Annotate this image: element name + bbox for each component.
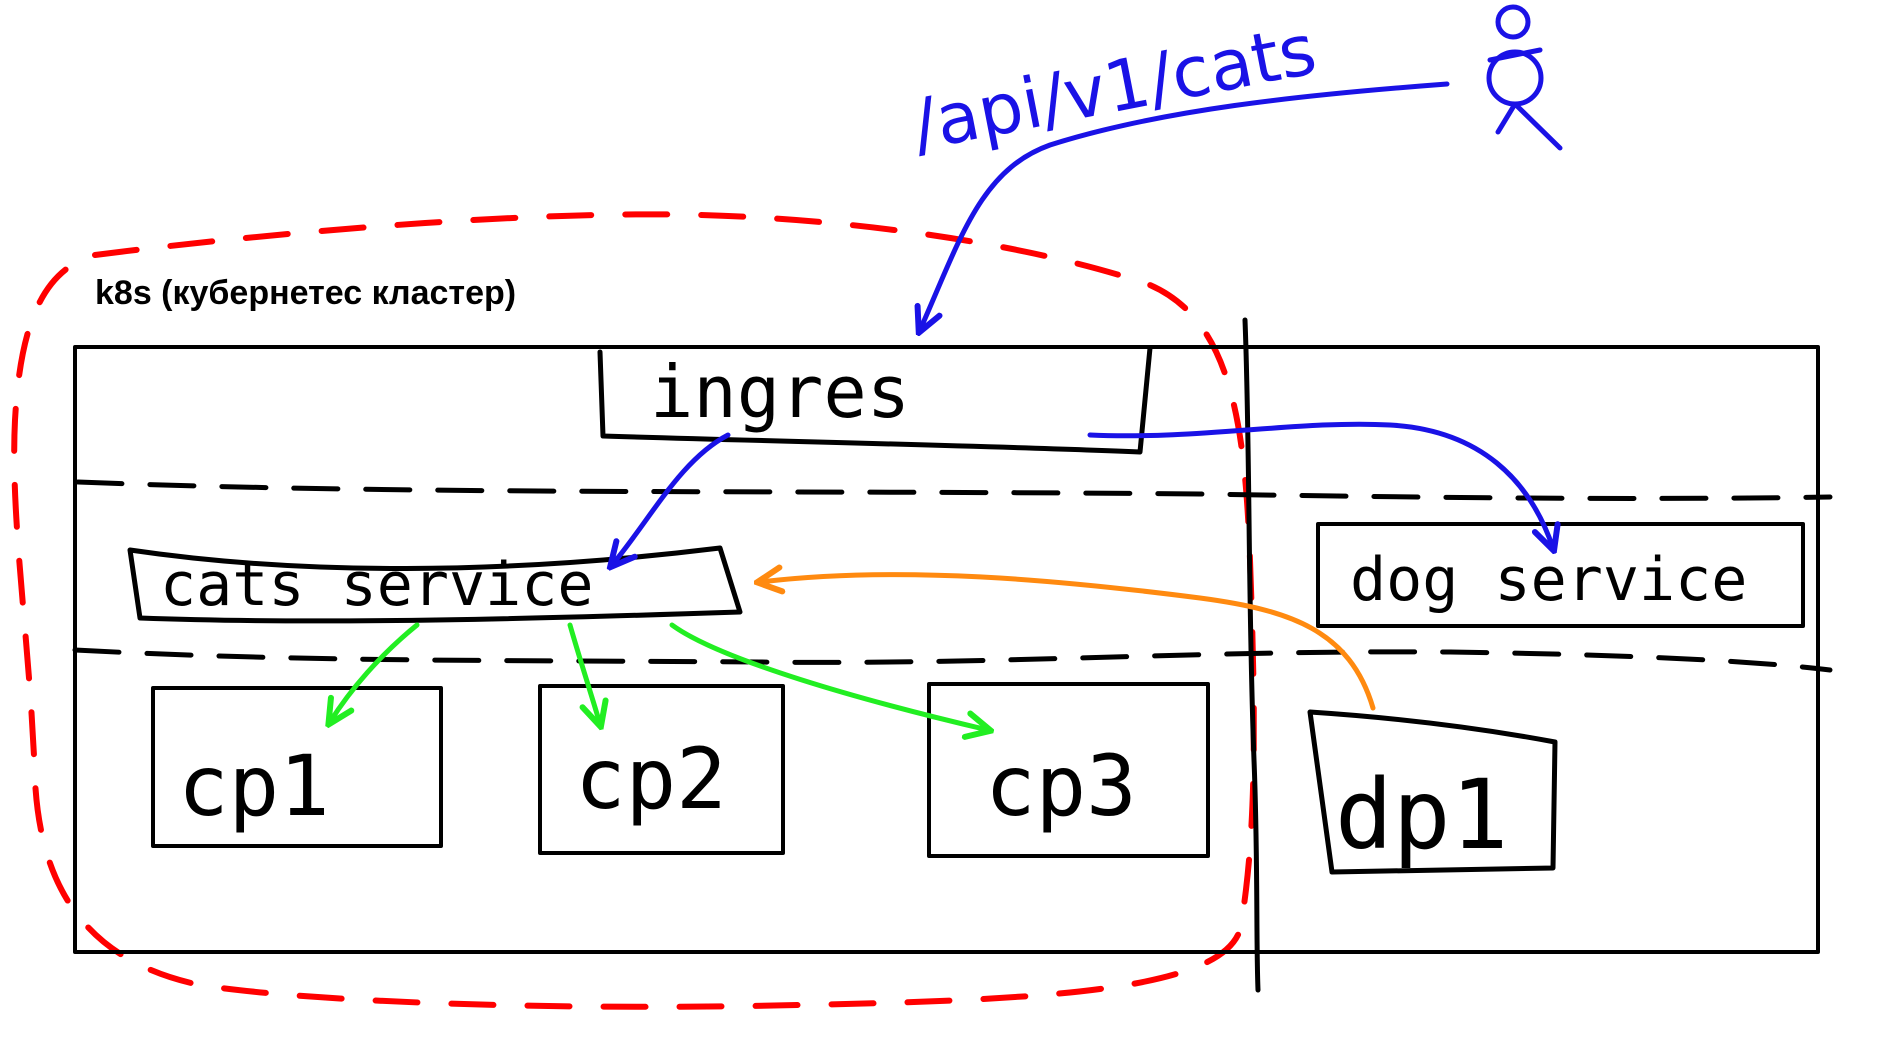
namespace-divider [1242, 317, 1261, 993]
dog-pod-1: dp1 [1307, 709, 1558, 875]
request-path-label: /api/v1/cats [906, 8, 1323, 166]
cats-pod-1: cp1 [151, 686, 443, 848]
cats-service-to-cp3-arrow [669, 622, 988, 730]
cats-service-node: cats service [127, 545, 743, 624]
cats-service-label: cats service [160, 550, 593, 620]
ingress-box [597, 345, 1153, 455]
cluster-outer-box [73, 345, 1820, 954]
ingress-separator [75, 479, 1833, 501]
cluster-boundary [11, 211, 1257, 1010]
dog-service-node: dog service [1316, 522, 1805, 628]
ingress-node: ingres [597, 345, 1153, 455]
user-arms [1487, 47, 1543, 63]
cats-pod-3-label: cp3 [985, 737, 1137, 835]
dog-pod-1-label: dp1 [1335, 759, 1508, 871]
service-separator [72, 647, 1833, 673]
cats-pod-2: cp2 [538, 684, 785, 855]
dog-service-box [1316, 522, 1805, 628]
cats-service-to-cp1-arrow [330, 622, 420, 722]
ingress-label: ingres [650, 350, 910, 434]
cats-pod-3: cp3 [927, 682, 1210, 858]
user-legs [1495, 101, 1563, 151]
dog-pod-1-box [1307, 709, 1558, 875]
user-to-ingress-arrow [920, 81, 1450, 330]
cats-pod-2-label: cp2 [575, 730, 727, 828]
user-icon [1486, 4, 1563, 151]
cats-pod-2-box [538, 684, 785, 855]
user-head [1495, 4, 1531, 40]
dog-pod-to-cats-service-arrow [760, 575, 1376, 711]
ingress-to-cats-service-arrow [612, 432, 731, 565]
cats-pod-1-label: cp1 [178, 737, 330, 835]
cats-pod-1-box [151, 686, 443, 848]
cats-service-to-cp2-arrow [567, 622, 600, 724]
ingress-to-dog-service-arrow [1087, 421, 1553, 548]
cats-pod-3-box [927, 682, 1210, 858]
cluster-title: k8s (кубернетес кластер) [95, 274, 516, 312]
cats-service-box [127, 545, 743, 624]
dog-service-label: dog service [1350, 545, 1747, 615]
